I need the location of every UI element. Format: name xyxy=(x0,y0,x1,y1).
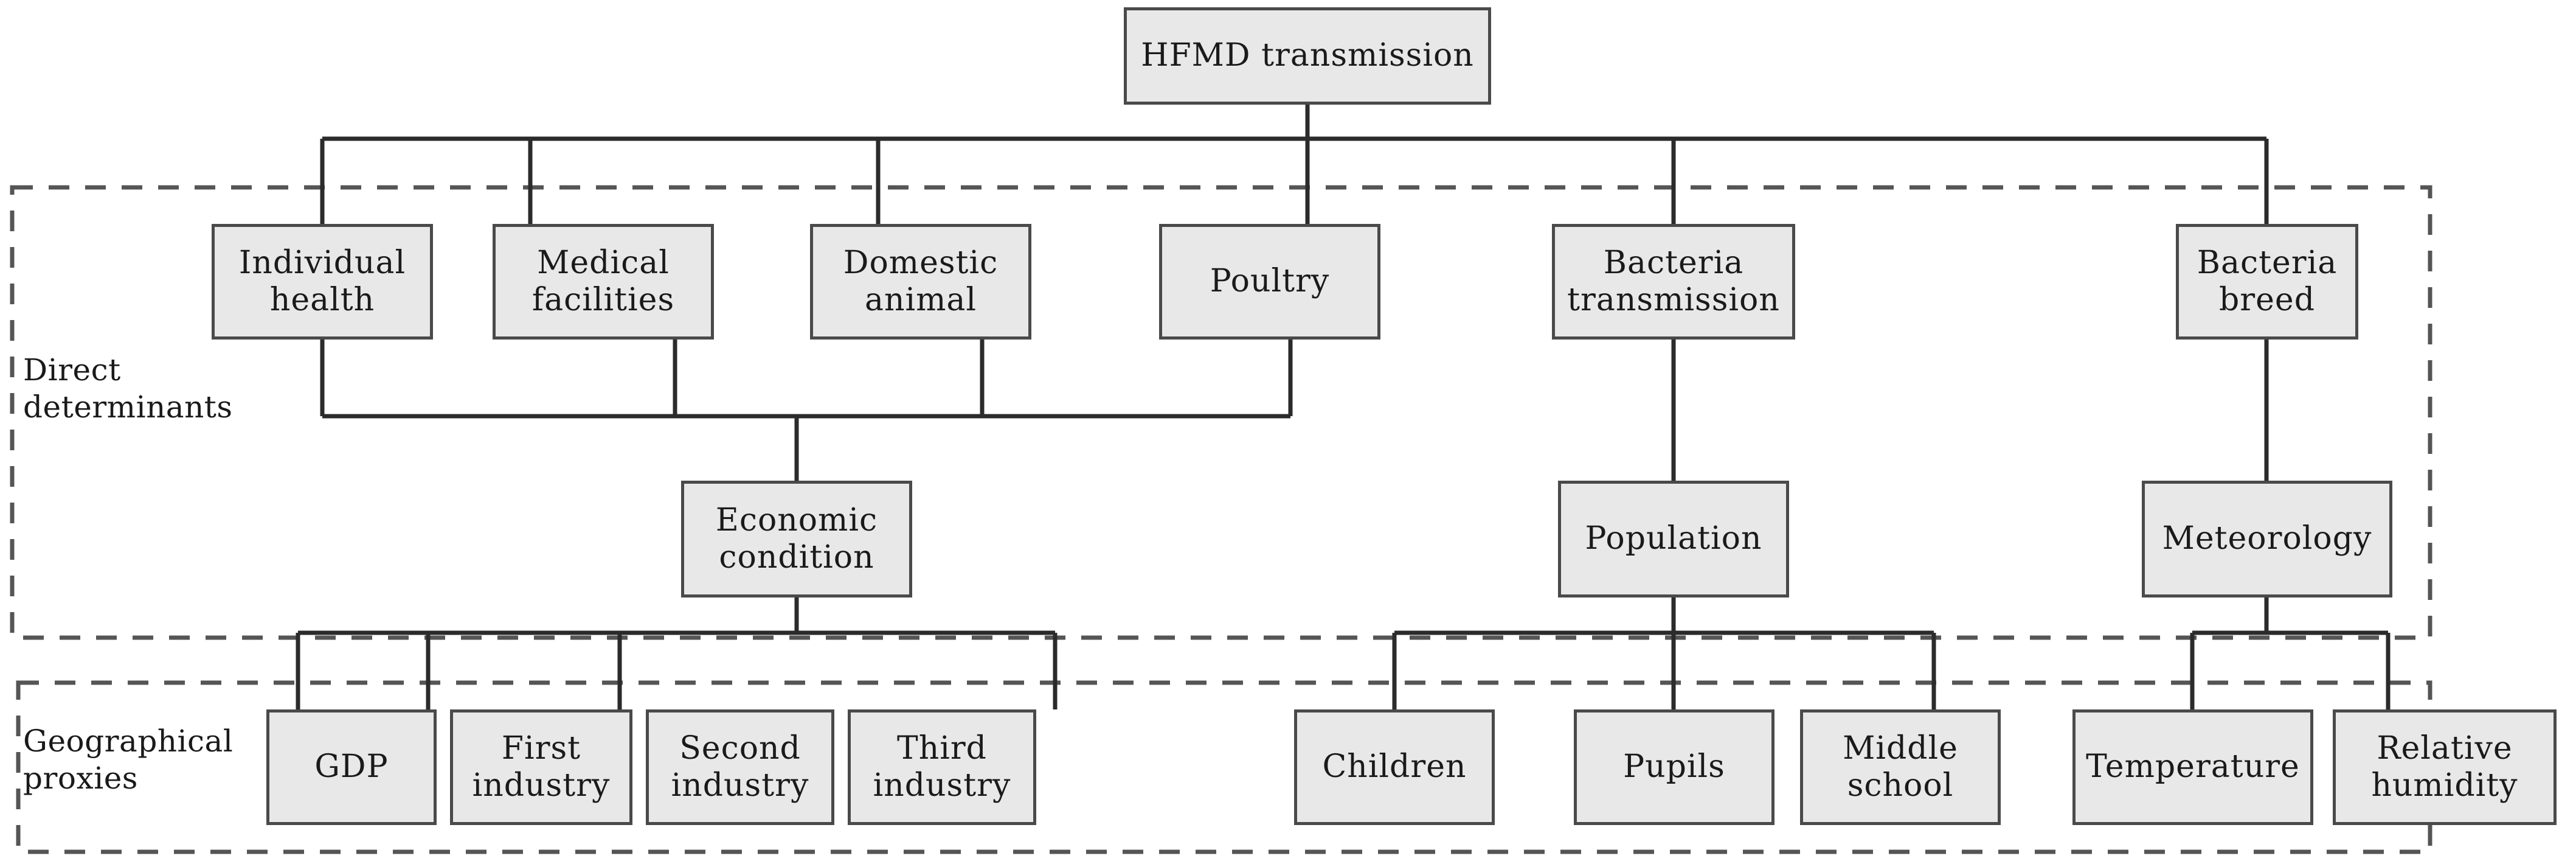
node-population[interactable]: Population xyxy=(1558,481,1789,597)
node-poultry[interactable]: Poultry xyxy=(1159,224,1380,340)
node-bacteria-breed-label: Bacteria breed xyxy=(2197,244,2338,318)
node-domestic-animal[interactable]: Domestic animal xyxy=(810,224,1031,340)
node-poultry-label: Poultry xyxy=(1210,263,1330,300)
node-meteorology[interactable]: Meteorology xyxy=(2142,481,2392,597)
node-hfmd-transmission[interactable]: HFMD transmission xyxy=(1124,7,1491,105)
node-gdp[interactable]: GDP xyxy=(266,709,437,825)
node-individual-health[interactable]: Individual health xyxy=(212,224,433,340)
node-bacteria-breed[interactable]: Bacteria breed xyxy=(2176,224,2358,340)
node-population-label: Population xyxy=(1585,520,1762,557)
node-second-industry[interactable]: Second industry xyxy=(646,709,834,825)
direct-determinants-label: Direct determinants xyxy=(23,352,233,425)
node-domestic-animal-label: Domestic animal xyxy=(843,244,999,318)
node-relative-humidity[interactable]: Relative humidity xyxy=(2333,709,2557,825)
node-second-industry-label: Second industry xyxy=(671,730,809,804)
geographical-proxies-label: Geographical proxies xyxy=(23,723,234,796)
node-children-label: Children xyxy=(1322,748,1467,786)
node-temperature[interactable]: Temperature xyxy=(2072,709,2313,825)
node-middle-school[interactable]: Middle school xyxy=(1800,709,2001,825)
node-economic-condition-label: Economic condition xyxy=(715,501,878,576)
node-bacteria-transmission-label: Bacteria transmission xyxy=(1567,244,1780,318)
node-first-industry-label: First industry xyxy=(472,730,611,804)
node-pupils-label: Pupils xyxy=(1623,748,1725,786)
node-third-industry[interactable]: Third industry xyxy=(848,709,1036,825)
node-individual-health-label: Individual health xyxy=(238,244,406,318)
node-relative-humidity-label: Relative humidity xyxy=(2371,730,2518,804)
node-economic-condition[interactable]: Economic condition xyxy=(681,481,912,597)
node-hfmd-transmission-label: HFMD transmission xyxy=(1141,37,1474,74)
node-gdp-label: GDP xyxy=(314,748,389,786)
node-meteorology-label: Meteorology xyxy=(2162,520,2372,557)
node-medical-facilities-label: Medical facilities xyxy=(531,244,675,318)
node-pupils[interactable]: Pupils xyxy=(1574,709,1774,825)
node-children[interactable]: Children xyxy=(1294,709,1495,825)
node-middle-school-label: Middle school xyxy=(1843,730,1958,804)
node-temperature-label: Temperature xyxy=(2086,748,2300,786)
node-third-industry-label: Third industry xyxy=(873,730,1011,804)
node-medical-facilities[interactable]: Medical facilities xyxy=(493,224,714,340)
direct-determinants-frame xyxy=(10,185,2432,640)
node-first-industry[interactable]: First industry xyxy=(450,709,632,825)
node-bacteria-transmission[interactable]: Bacteria transmission xyxy=(1552,224,1795,340)
